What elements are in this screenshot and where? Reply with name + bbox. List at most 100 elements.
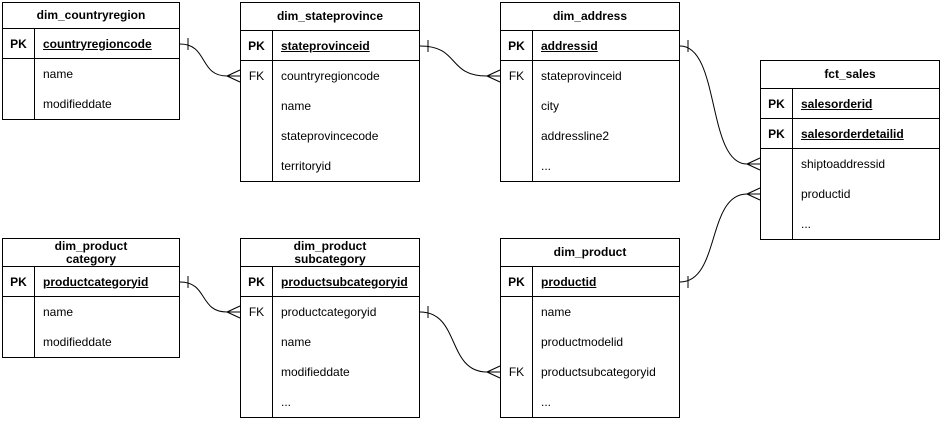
key-spacer [761, 179, 793, 209]
column-name: salesorderid [801, 96, 873, 111]
pk-label: PK [241, 267, 273, 296]
key-spacer [241, 91, 273, 121]
column-name: name [43, 305, 74, 319]
attribute-row-shiptoaddressid[interactable]: shiptoaddressid [761, 149, 939, 179]
attribute-row-countryregioncode[interactable]: FK countryregioncode [241, 61, 419, 91]
attribute-row-stateprovincecode[interactable]: stateprovincecode [241, 121, 419, 151]
column-name: productid [801, 187, 851, 201]
attribute-row-city[interactable]: city [501, 91, 679, 121]
entity-title: dim_stateprovince [241, 3, 419, 31]
pk-label: PK [3, 29, 35, 58]
relationship-dim_product_subcategory-dim_product[interactable] [419, 306, 501, 379]
entity-title: dim_product category [3, 239, 179, 267]
column-name: countryregioncode [281, 69, 380, 83]
attribute-row-modifieddate[interactable]: modifieddate [3, 89, 179, 119]
fk-label: FK [241, 61, 273, 91]
key-spacer [3, 327, 35, 357]
relationship-line [179, 43, 240, 77]
relationship-line [679, 45, 760, 165]
relationship-dim_countryregion-dim_stateprovince[interactable] [179, 38, 241, 83]
column-name: productsubcategoryid [541, 365, 656, 379]
key-spacer [501, 387, 533, 417]
attribute-row-name[interactable]: name [3, 59, 179, 89]
column-name: productcategoryid [43, 274, 149, 289]
relationship-dim_address-fct_sales[interactable] [679, 40, 761, 171]
pk-row-stateprovinceid[interactable]: PK stateprovinceid [241, 31, 419, 61]
relationship-dim_product-fct_sales[interactable] [679, 187, 761, 288]
relationship-line [419, 45, 500, 77]
attribute-row-productid[interactable]: productid [761, 179, 939, 209]
key-spacer [501, 297, 533, 327]
attribute-row-name[interactable]: name [501, 297, 679, 327]
column-name: addressid [541, 38, 598, 53]
attribute-row-name[interactable]: name [3, 297, 179, 327]
column-name: productmodelid [541, 335, 624, 349]
pk-row-countryregioncode[interactable]: PK countryregioncode [3, 29, 179, 59]
key-spacer [3, 59, 35, 89]
key-spacer [501, 151, 533, 181]
column-name: stateprovinceid [541, 69, 622, 83]
column-name: countryregioncode [43, 36, 152, 51]
key-spacer [761, 149, 793, 179]
key-spacer [241, 387, 273, 417]
key-spacer [501, 121, 533, 151]
column-name: name [281, 99, 312, 113]
attribute-row-[interactable]: ... [761, 209, 939, 239]
key-spacer [3, 89, 35, 119]
column-name: ... [281, 395, 292, 409]
relationship-dim_product_category-dim_product_subcategory[interactable] [179, 276, 241, 319]
relationship-dim_stateprovince-dim_address[interactable] [419, 40, 501, 83]
cardinality-many-crow-foot [486, 69, 501, 83]
key-spacer [761, 209, 793, 239]
attribute-row-addressline2[interactable]: addressline2 [501, 121, 679, 151]
column-name: productid [541, 274, 597, 289]
attribute-row-name[interactable]: name [241, 91, 419, 121]
column-name: stateprovincecode [281, 129, 379, 143]
attribute-row-territoryid[interactable]: territoryid [241, 151, 419, 181]
attribute-row-modifieddate[interactable]: modifieddate [241, 357, 419, 387]
column-name: ... [541, 395, 552, 409]
cardinality-many-crow-foot [746, 157, 761, 171]
column-name: addressline2 [541, 129, 610, 143]
pk-row-productcategoryid[interactable]: PK productcategoryid [3, 267, 179, 297]
key-spacer [241, 121, 273, 151]
key-spacer [241, 357, 273, 387]
attribute-row-[interactable]: ... [241, 387, 419, 417]
attribute-row-modifieddate[interactable]: modifieddate [3, 327, 179, 357]
attribute-row-productmodelid[interactable]: productmodelid [501, 327, 679, 357]
entity-title: fct_sales [761, 61, 939, 89]
key-spacer [241, 327, 273, 357]
fk-label: FK [241, 297, 273, 327]
column-name: territoryid [281, 159, 332, 173]
pk-label: PK [3, 267, 35, 296]
relationship-line [419, 311, 500, 373]
key-spacer [3, 297, 35, 327]
column-name: ... [541, 159, 552, 173]
attribute-row-[interactable]: ... [501, 151, 679, 181]
column-name: name [281, 335, 312, 349]
column-name: city [541, 99, 559, 113]
pk-label: PK [241, 31, 273, 60]
entity-title: dim_product subcategory [241, 239, 419, 267]
attribute-row-[interactable]: ... [501, 387, 679, 417]
key-spacer [501, 327, 533, 357]
column-name: stateprovinceid [281, 38, 370, 53]
attribute-row-name[interactable]: name [241, 327, 419, 357]
